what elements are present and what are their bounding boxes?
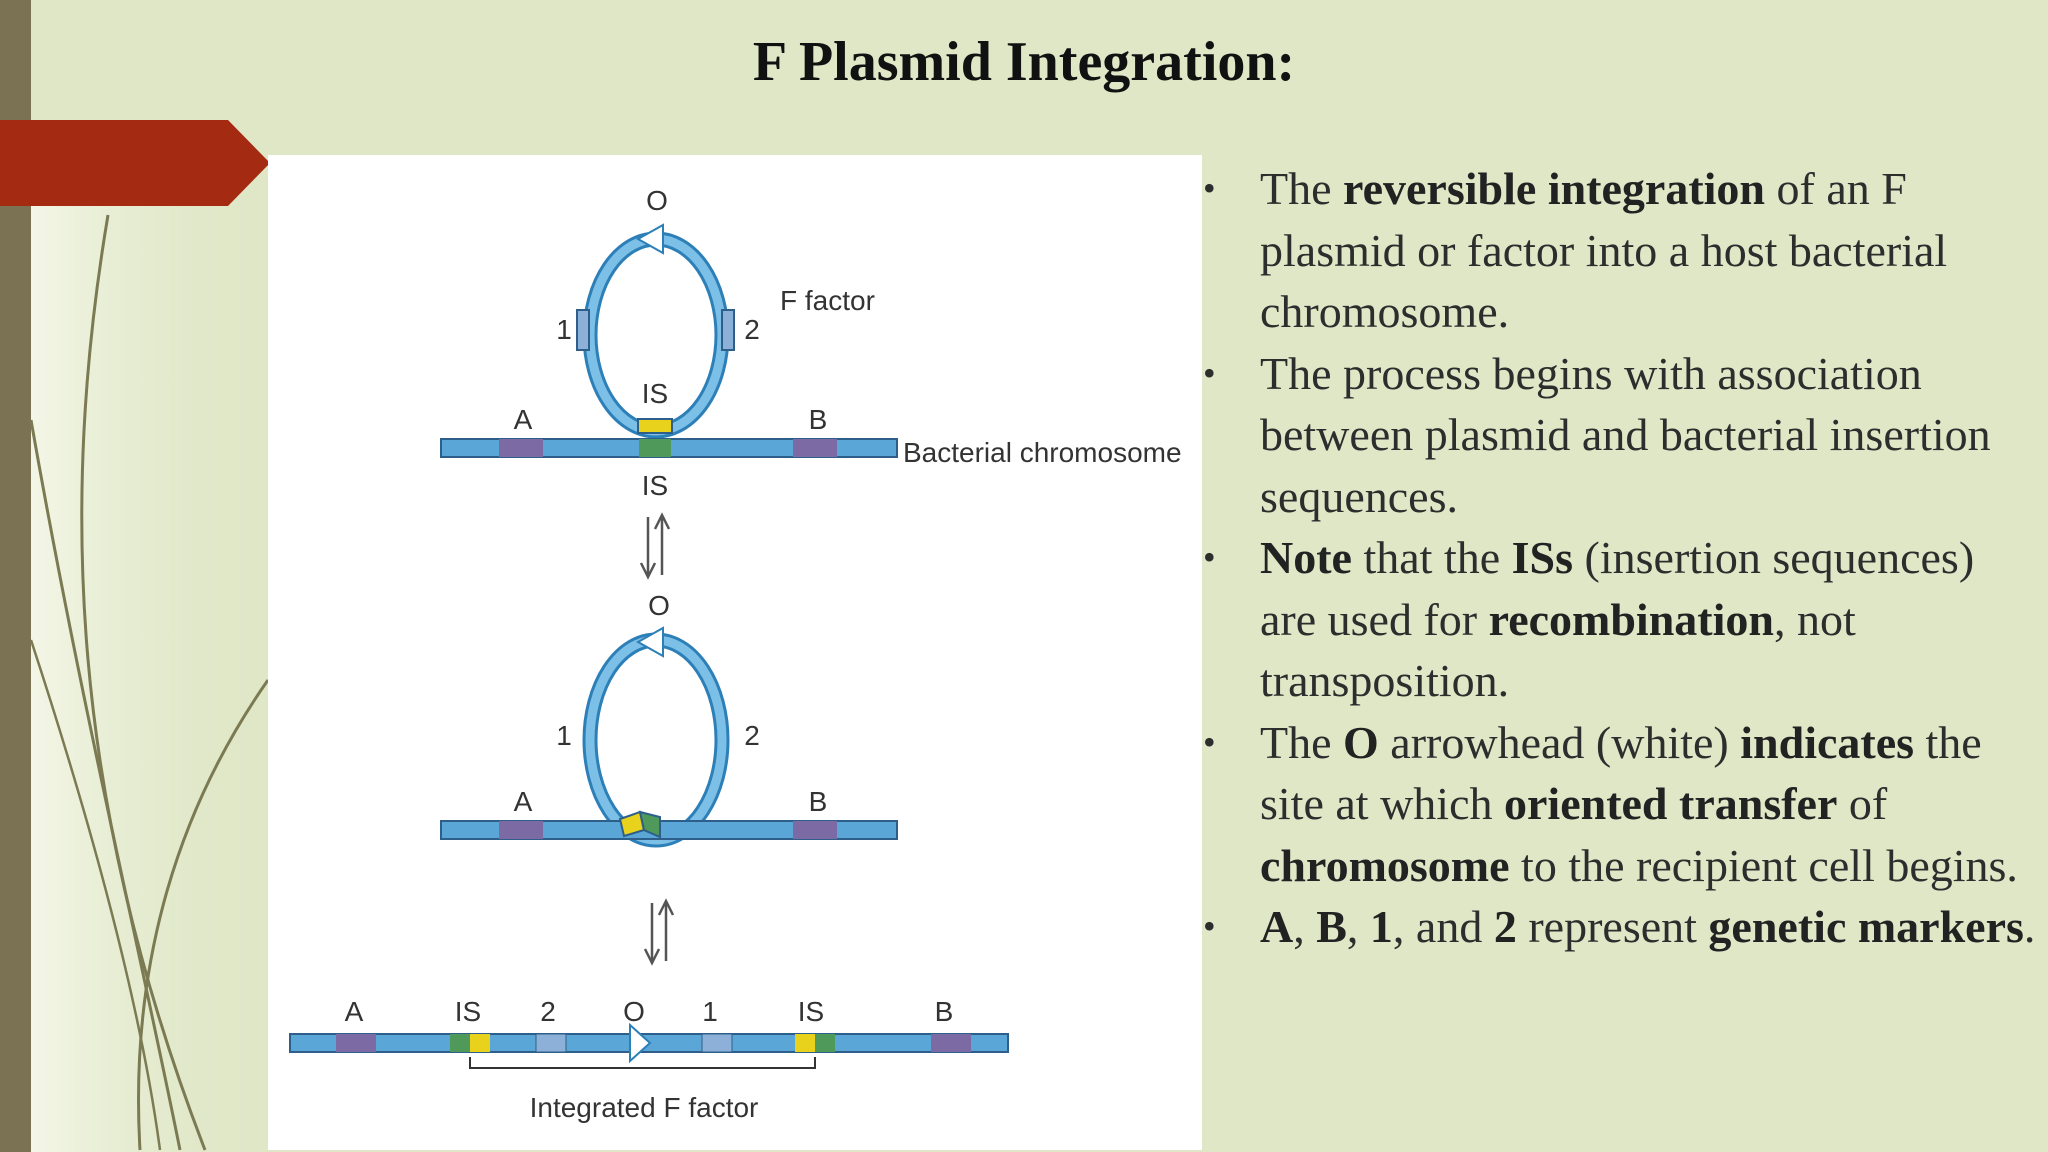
text-run: The xyxy=(1260,716,1344,768)
text-run: of xyxy=(1837,778,1888,829)
text-run: , xyxy=(1293,901,1317,952)
marker-1-3 xyxy=(701,1033,733,1053)
label-b-2: B xyxy=(809,786,828,817)
bullet-item: Note that the ISs (insertion sequences) … xyxy=(1200,527,2040,712)
marker-2-3 xyxy=(535,1033,567,1053)
text-run: to the recipient cell begins. xyxy=(1509,839,2018,891)
label-2-3: 2 xyxy=(540,996,556,1027)
text-run: , and xyxy=(1392,901,1494,952)
text-run: . xyxy=(2023,901,2036,952)
integration-diagram: O 1 2 F factor IS A B Bacterial chromoso… xyxy=(268,155,1202,1150)
text-run: that the xyxy=(1351,532,1512,583)
marker-is-green-3a xyxy=(450,1034,470,1052)
bold-text-run: oriented transfer xyxy=(1504,778,1838,829)
label-f-factor: F factor xyxy=(780,285,875,316)
label-b-1: B xyxy=(809,404,828,435)
marker-a-1 xyxy=(499,439,543,457)
label-a-2: A xyxy=(514,786,533,817)
text-run: of an F plasmid or factor into a host ba… xyxy=(1260,163,1948,337)
bold-text-run: O xyxy=(1343,716,1379,768)
slide-title: F Plasmid Integration: xyxy=(752,31,1296,93)
reversible-arrow-icon xyxy=(639,512,671,580)
chromosome-line-2 xyxy=(440,820,898,840)
label-1-3: 1 xyxy=(702,996,718,1027)
paired-is-green xyxy=(638,810,661,839)
bullet-item: A, B, 1, and 2 represent genetic markers… xyxy=(1200,896,2040,958)
origin-arrowhead-icon-3 xyxy=(629,1022,652,1064)
plasmid-marker-1 xyxy=(576,309,590,351)
label-is-3a: IS xyxy=(455,996,481,1027)
bold-text-run: A xyxy=(1260,901,1294,952)
text-run: arrowhead (white) xyxy=(1378,716,1741,768)
bullet-item: The process begins with association betw… xyxy=(1200,343,2040,528)
bold-text-run: genetic markers xyxy=(1708,901,2024,952)
label-marker-1-b: 1 xyxy=(556,720,572,751)
label-integrated-f-factor: Integrated F factor xyxy=(530,1092,759,1123)
reversible-arrow-icon-2 xyxy=(643,898,675,966)
text-run: , xyxy=(1346,901,1370,952)
label-is-top: IS xyxy=(642,378,668,409)
bold-text-run: recombination xyxy=(1488,593,1774,645)
text-run: (insertion sequences) are used for xyxy=(1260,532,1975,645)
label-bacterial-chromosome: Bacterial chromosome xyxy=(903,437,1182,468)
plasmid-marker-2 xyxy=(721,309,735,351)
bold-text-run: reversible integration xyxy=(1343,163,1766,214)
bold-text-run: ISs xyxy=(1511,532,1574,583)
bold-text-run: indicates xyxy=(1740,716,1915,768)
marker-b-1 xyxy=(793,439,837,457)
bold-text-run: B xyxy=(1316,901,1347,952)
label-is-bottom: IS xyxy=(642,470,668,501)
stage-1-free-plasmid: O 1 2 F factor IS A B Bacterial chromoso… xyxy=(440,185,1182,501)
label-a-3: A xyxy=(345,996,364,1027)
integrated-bracket xyxy=(469,1057,816,1069)
label-origin-1: O xyxy=(646,185,668,216)
text-run: The xyxy=(1260,163,1344,214)
plasmid-is-yellow xyxy=(637,418,673,434)
bold-text-run: 1 xyxy=(1369,901,1393,952)
origin-arrowhead-icon-2 xyxy=(635,626,664,658)
label-marker-1-a: 1 xyxy=(556,314,572,345)
bullet-list: The reversible integration of an F plasm… xyxy=(1200,158,2040,958)
text-run: the site at which xyxy=(1260,716,1982,830)
bold-text-run: chromosome xyxy=(1260,839,1510,891)
marker-is-yellow-3a xyxy=(470,1034,490,1052)
diagram-svg: O 1 2 F factor IS A B Bacterial chromoso… xyxy=(289,185,1182,1123)
text-run: represent xyxy=(1516,901,1709,952)
bullet-item: The O arrowhead (white) indicates the si… xyxy=(1200,712,2040,897)
text-run: , not transposition. xyxy=(1260,593,1856,707)
bold-text-run: 2 xyxy=(1493,901,1517,952)
stage-2-paired-plasmid: O 1 2 A B xyxy=(440,590,898,848)
text-run: The process begins with association betw… xyxy=(1260,347,1991,522)
origin-arrowhead-icon xyxy=(635,223,664,255)
marker-b-3 xyxy=(931,1034,971,1052)
bold-text-run: Note xyxy=(1260,532,1352,583)
stage-3-integrated: A IS 2 O 1 IS B Integrated F factor xyxy=(289,996,1009,1123)
bullet-item: The reversible integration of an F plasm… xyxy=(1200,158,2040,343)
label-origin-3: O xyxy=(623,996,645,1027)
label-marker-2-a: 2 xyxy=(744,314,760,345)
label-origin-2: O xyxy=(648,590,670,621)
decorative-swoosh xyxy=(29,200,271,1152)
marker-a-3 xyxy=(336,1034,376,1052)
marker-is-green-1 xyxy=(639,439,671,457)
marker-is-green-3b xyxy=(815,1034,835,1052)
label-marker-2-b: 2 xyxy=(744,720,760,751)
label-a-1: A xyxy=(514,404,533,435)
label-b-3: B xyxy=(935,996,954,1027)
red-tab-marker xyxy=(0,120,270,206)
label-is-3b: IS xyxy=(798,996,824,1027)
marker-is-yellow-3b xyxy=(795,1034,815,1052)
marker-a-2 xyxy=(499,821,543,839)
marker-b-2 xyxy=(793,821,837,839)
